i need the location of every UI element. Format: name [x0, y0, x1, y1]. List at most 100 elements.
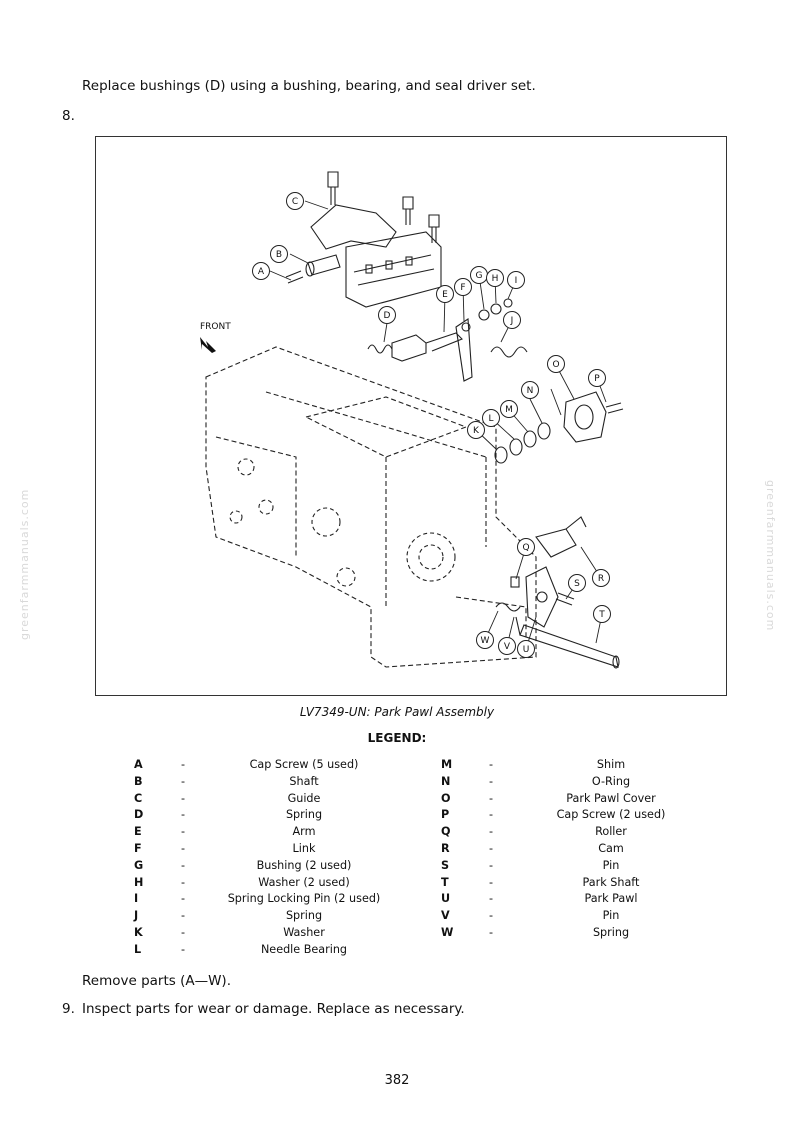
callout-d [378, 306, 396, 324]
remove-parts-text: Remove parts (A—W). [82, 973, 231, 989]
intro-text: Replace bushings (D) using a bushing, be… [82, 78, 536, 94]
callout-r [592, 569, 610, 587]
legend-dash: - [181, 858, 186, 872]
legend-description: Cap Screw (5 used) [249, 758, 359, 771]
callout-label: F [460, 283, 465, 293]
callout-label: R [598, 574, 604, 584]
legend-letter: F [134, 841, 142, 855]
page-number: 382 [384, 1073, 410, 1088]
callout-f [454, 278, 472, 296]
legend-letter: E [134, 825, 142, 839]
legend-letter: M [441, 758, 453, 771]
legend-title: LEGEND: [367, 731, 427, 745]
front-label: FRONT [200, 322, 231, 332]
legend-dash: - [181, 892, 186, 906]
legend-left-column: A-Cap Screw (5 used) B-Shaft C-Guide D-S… [134, 757, 384, 959]
legend-dash: - [181, 808, 186, 822]
callout-label: L [488, 414, 493, 424]
legend-dash: - [489, 858, 494, 872]
legend-row: G-Bushing (2 used) [134, 858, 384, 875]
callout-o [547, 355, 565, 373]
legend-description: Cam [598, 841, 624, 855]
legend-letter: V [441, 909, 450, 923]
legend-description: Washer [283, 925, 325, 939]
callout-label: W [481, 636, 490, 646]
legend-letter: S [441, 858, 450, 872]
legend-letter: P [441, 808, 450, 822]
legend-row: C - Guide [134, 791, 384, 808]
legend-row: N-O-Ring [441, 774, 681, 791]
legend-dash: - [489, 909, 494, 923]
front-arrow-icon [200, 337, 216, 353]
callout-label: B [276, 250, 282, 260]
legend-dash: - [489, 825, 494, 839]
callout-a [252, 262, 270, 280]
legend-description: Spring [285, 909, 323, 923]
legend-row: L-Needle Bearing [134, 942, 384, 959]
legend-letter: Q [441, 825, 451, 839]
legend-description: Guide [287, 791, 321, 805]
exploded-view-drawing: A B C D E F G H I J K L M N O P Q R S T … [200, 171, 624, 669]
legend-description: Roller [595, 825, 627, 839]
legend-row: F - Link [134, 841, 384, 858]
callout-k [467, 421, 485, 439]
legend-dash: - [489, 774, 494, 788]
step-9-number: 9. [62, 1001, 75, 1017]
legend-description: Park Pawl [584, 892, 638, 906]
legend-letter: J [134, 909, 139, 923]
callout-label: S [574, 579, 580, 589]
callout-u [517, 640, 535, 658]
callout-label: P [594, 374, 600, 384]
legend-row: V-Pin [441, 908, 681, 925]
legend-description: Pin [602, 858, 620, 872]
legend-dash: - [181, 875, 186, 889]
legend-description: Spring [592, 925, 630, 939]
legend-row: A - Cap Screw (5 used) [134, 757, 384, 774]
park-pawl-assembly-figure: A B C D E F G H I J K L M N O P Q R S T … [95, 136, 727, 696]
legend-row: D-Spring [134, 807, 384, 824]
legend-description: Needle Bearing [260, 942, 348, 956]
callout-p [588, 369, 606, 387]
legend-row: Q - Roller [441, 824, 681, 841]
legend-dash: - [489, 758, 494, 771]
legend-letter: C [134, 791, 143, 805]
step-9: 9. Inspect parts for wear or damage. Repl… [62, 1001, 465, 1017]
callout-h [486, 269, 504, 287]
watermark-left: greenfarmmanuals.com [18, 488, 31, 640]
legend-row: U-Park Pawl [441, 891, 681, 908]
callout-label: N [527, 386, 534, 396]
legend-dash: - [489, 791, 494, 805]
legend-row: H-Washer (2 used) [134, 875, 384, 892]
callout-e [436, 285, 454, 303]
callout-label: I [515, 276, 518, 286]
legend-row: E-Arm [134, 824, 384, 841]
legend-row: M-Shim [441, 757, 681, 774]
legend-letter: A [134, 758, 143, 771]
legend-row: T-Park Shaft [441, 875, 681, 892]
legend-row: W-Spring [441, 925, 681, 942]
callout-j [503, 311, 521, 329]
legend-letter: W [441, 925, 454, 939]
callout-label: C [292, 197, 298, 207]
legend-row: P-Cap Screw (2 used) [441, 807, 681, 824]
legend-letter: K [134, 925, 143, 939]
legend-dash: - [181, 758, 186, 771]
legend-dash: - [181, 925, 186, 939]
legend-dash: - [181, 841, 186, 855]
step-9-text: Inspect parts for wear or damage. Replac… [82, 1001, 465, 1017]
callout-label: E [442, 290, 448, 300]
legend-dash: - [489, 892, 494, 906]
legend-description: Link [292, 841, 316, 855]
legend-row: J-Spring [134, 908, 384, 925]
callout-label: H [492, 274, 499, 284]
callout-b [270, 245, 288, 263]
legend-dash: - [181, 791, 186, 805]
legend-letter: D [134, 808, 144, 822]
legend-letter: I [134, 892, 139, 906]
legend-row: R-Cam [441, 841, 681, 858]
legend-letter: O [441, 791, 451, 805]
legend-dash: - [181, 825, 186, 839]
legend-description: Shaft [289, 774, 319, 788]
legend-description: Cap Screw (2 used) [556, 808, 666, 822]
callout-i [507, 271, 525, 289]
